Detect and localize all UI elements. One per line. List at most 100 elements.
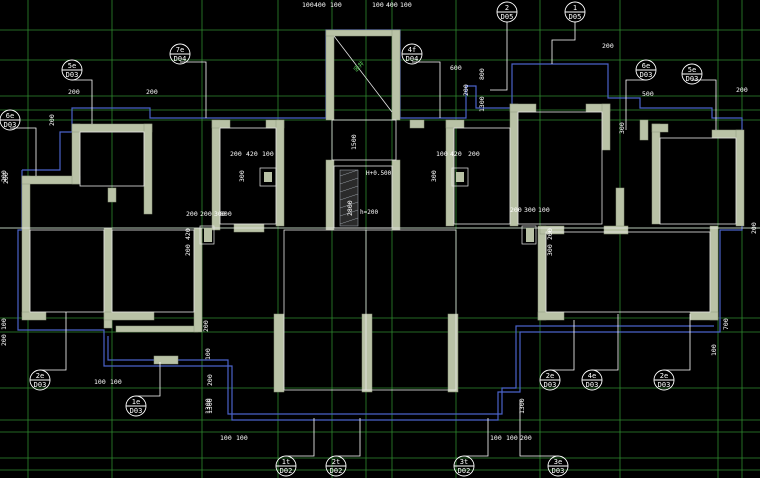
dim-text: 1300 <box>206 398 214 414</box>
detail-tag-number: 5e <box>688 66 696 74</box>
dim-text: 100 <box>330 1 342 9</box>
detail-tag-number: 7e <box>176 46 184 54</box>
detail-tag-sheet: D03 <box>34 381 47 389</box>
detail-tag-number: 1t <box>282 458 290 466</box>
detail-tag-sheet: D05 <box>501 13 514 21</box>
dim-text: 420 <box>246 150 258 158</box>
detail-tag-number: 2e <box>36 372 44 380</box>
wall-segment <box>21 175 81 185</box>
dim-text: 1300 <box>518 398 526 414</box>
dim-text: 200 <box>202 320 210 332</box>
dim-text: 200 <box>2 172 10 184</box>
wall-segment <box>537 225 547 321</box>
wall-segment <box>639 119 649 141</box>
wall-segment <box>445 119 465 129</box>
stair-elevation-label: H+0.500 <box>366 170 392 177</box>
detail-tag-number: 5e <box>68 62 76 70</box>
dim-text: 600 <box>450 64 462 72</box>
dim-text: 100 <box>262 150 274 158</box>
wall-segment <box>71 123 81 185</box>
dim-text: 200 <box>184 244 192 256</box>
dim-text: 1300 <box>204 398 212 414</box>
wall-segment <box>273 313 285 393</box>
detail-tag-sheet: D04 <box>406 55 419 63</box>
dim-text: 700 <box>722 318 730 330</box>
wall-segment <box>539 225 565 235</box>
dim-text: 1300 <box>478 96 486 112</box>
detail-tag-sheet: D03 <box>586 381 599 389</box>
wall-segment <box>21 311 47 321</box>
wall-segment <box>275 119 285 227</box>
dim-text: 400 <box>314 1 326 9</box>
detail-tag-sheet: D02 <box>280 467 293 475</box>
dim-text: 200 <box>468 150 480 158</box>
dim-text: 100 <box>372 1 384 9</box>
wall-segment <box>709 225 719 321</box>
dim-text: 1500 <box>350 134 358 150</box>
detail-tag-sheet: D05 <box>569 13 582 21</box>
dim-text: 2800 <box>346 200 354 216</box>
wall-segment <box>447 313 459 393</box>
dim-text: 800 <box>478 68 486 80</box>
wall-segment <box>651 123 669 133</box>
detail-tag-number: 2t <box>332 458 340 466</box>
slab-outline <box>17 29 743 421</box>
dim-text: 100 <box>710 344 718 356</box>
dim-text: 200 <box>0 170 8 182</box>
detail-tag-sheet: D03 <box>544 381 557 389</box>
wall-segment <box>193 227 203 333</box>
dim-text: 100 <box>204 348 212 360</box>
dim-text: 100 <box>220 434 232 442</box>
dim-text: 200 <box>206 374 214 386</box>
dim-text: 200 <box>0 334 8 346</box>
wall-segment <box>325 159 335 231</box>
detail-tag-number: 2 <box>505 4 509 12</box>
wall-segment <box>537 311 565 321</box>
wall-segment <box>115 325 199 333</box>
dim-text: 300 <box>618 122 626 134</box>
walls <box>21 29 745 393</box>
dim-text: 100 <box>490 434 502 442</box>
wall-segment <box>445 119 455 227</box>
dim-text: 100 <box>110 378 122 386</box>
dim-text: 100 <box>94 378 106 386</box>
detail-tag-sheet: D02 <box>330 467 343 475</box>
wall-segment <box>601 103 611 151</box>
dim-text: 200 <box>200 210 212 218</box>
dim-text: 300 <box>546 244 554 256</box>
wall-segment <box>361 313 373 393</box>
wall-segment <box>103 311 155 321</box>
dim-text: 200 <box>462 84 470 96</box>
dimension-texts: 100 400 100 100 400 100 200 600 800 1300… <box>0 1 758 442</box>
dim-text: 100 <box>506 434 518 442</box>
detail-tag-number: 4f <box>408 46 416 54</box>
detail-tag-sheet: D04 <box>174 55 187 63</box>
wall-segment <box>153 355 179 365</box>
detail-tag-number: 3t <box>460 458 468 466</box>
detail-tag-sheet: D03 <box>658 381 671 389</box>
detail-tag-sheet: D03 <box>130 407 143 415</box>
dim-text: 300 <box>430 170 438 182</box>
detail-tag-number: 4e <box>588 372 596 380</box>
shaft-label: 竖井 <box>352 59 366 73</box>
column-symbols <box>199 167 537 245</box>
detail-tag-number: 6e <box>642 62 650 70</box>
detail-tag-number: 6e <box>6 112 14 120</box>
wall-segment <box>391 159 401 231</box>
detail-tag-sheet: D03 <box>66 71 79 79</box>
detail-tag-number: 1e <box>132 398 140 406</box>
dim-text: 200 <box>602 42 614 50</box>
dim-text: 300 <box>238 170 246 182</box>
